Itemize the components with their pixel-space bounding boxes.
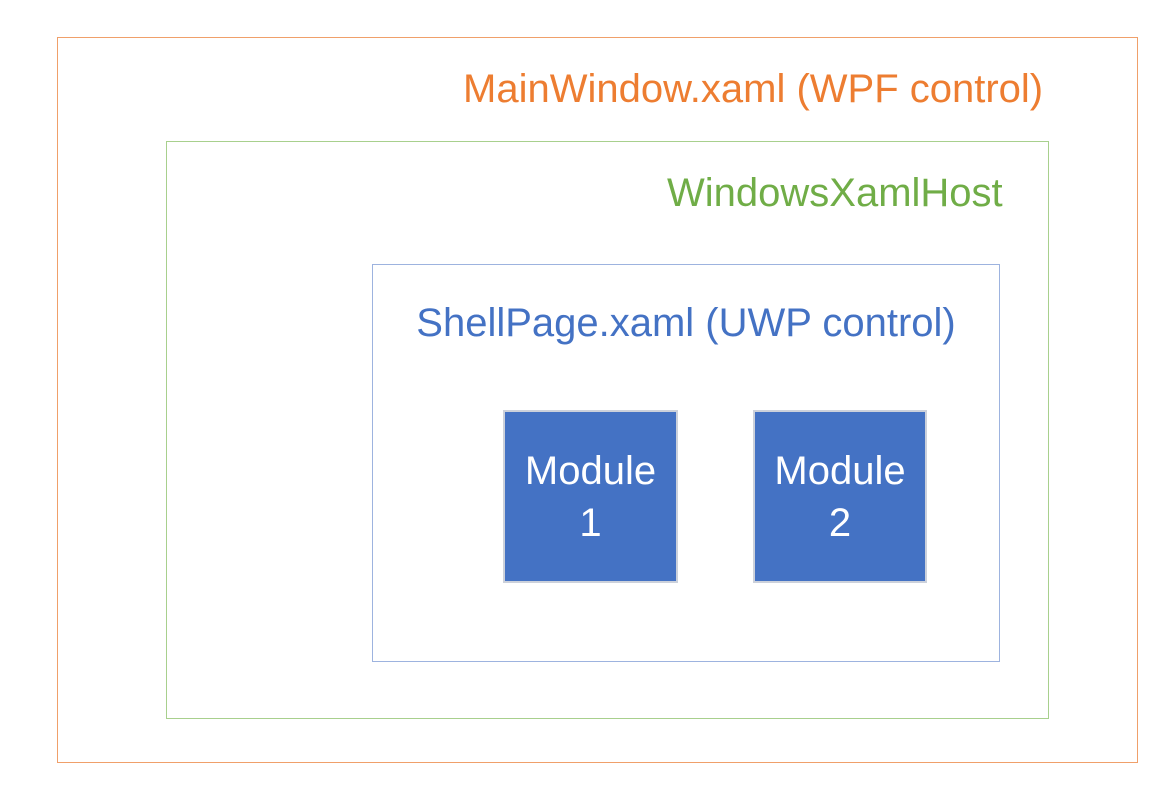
windowsxamlhost-box: WindowsXamlHost ShellPage.xaml (UWP cont…: [166, 141, 1049, 719]
windowsxamlhost-label: WindowsXamlHost: [667, 171, 1003, 215]
module-1-label: Module 1: [524, 448, 657, 545]
mainwindow-wpf-label: MainWindow.xaml (WPF control): [463, 67, 1044, 111]
shellpage-uwp-label: ShellPage.xaml (UWP control): [416, 301, 956, 345]
mainwindow-wpf-box: MainWindow.xaml (WPF control) WindowsXam…: [57, 37, 1138, 763]
module-2-label: Module 2: [774, 448, 906, 545]
shellpage-uwp-box: ShellPage.xaml (UWP control) Module 1 Mo…: [372, 264, 1000, 662]
module-2-box: Module 2: [753, 410, 927, 583]
module-1-box: Module 1: [503, 410, 678, 583]
